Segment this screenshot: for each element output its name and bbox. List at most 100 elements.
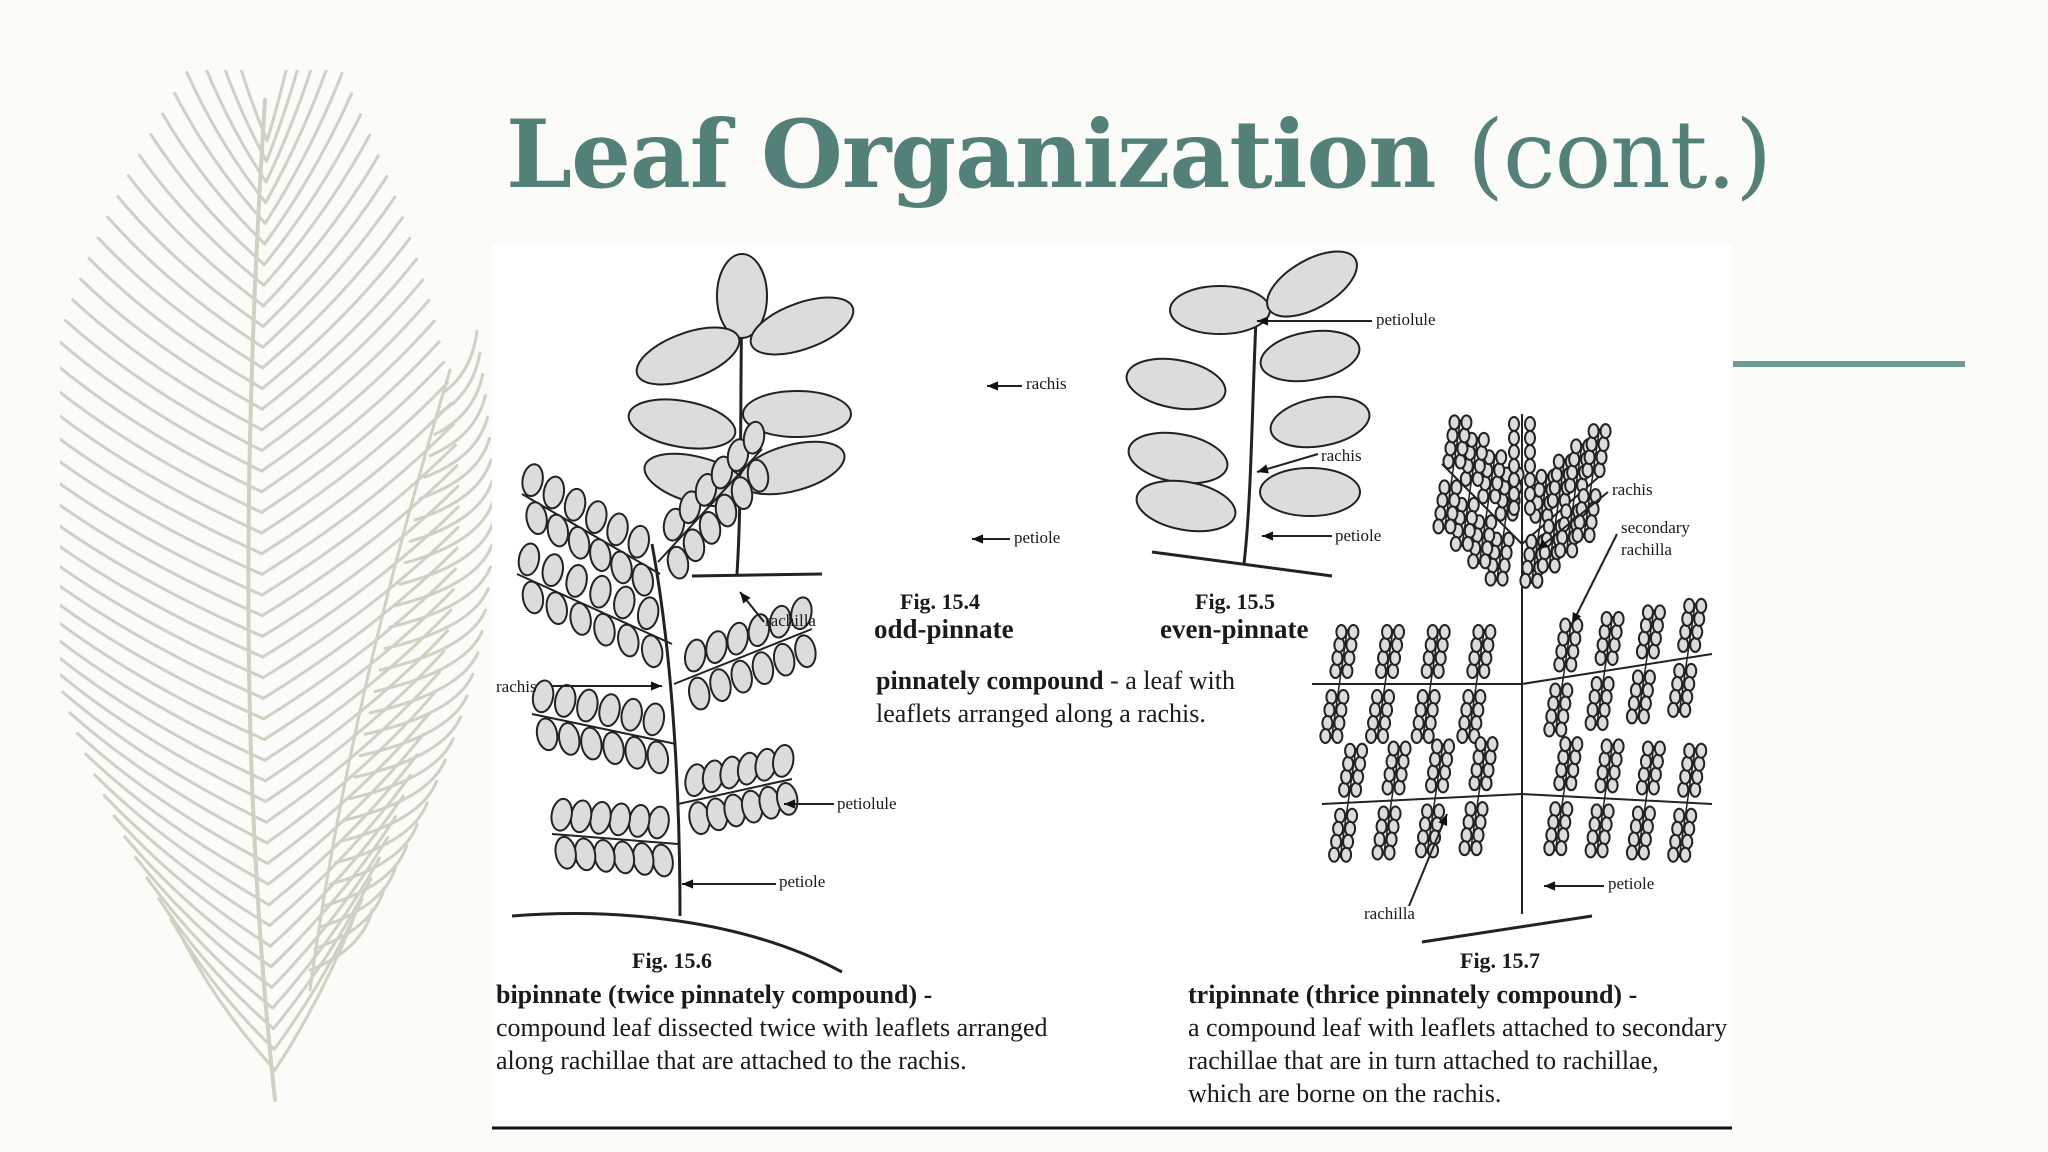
arrow-head <box>1257 316 1269 326</box>
arrow-head <box>1262 531 1274 541</box>
leaflet <box>620 697 643 732</box>
fern-pinna <box>383 587 490 651</box>
fern-pinna <box>263 92 353 246</box>
page-title: Leaf Organization (cont.) <box>506 100 1772 210</box>
leaflet <box>1472 827 1485 844</box>
leaflet <box>1425 777 1438 794</box>
pinnate-description: pinnately compound - a leaf with leaflet… <box>876 664 1316 730</box>
leaflet <box>1389 805 1402 822</box>
leaflet <box>1685 807 1698 824</box>
leaflet <box>1371 689 1384 705</box>
fern-pinna <box>173 91 267 225</box>
leaflet <box>1637 708 1650 725</box>
leaflet <box>1610 623 1623 640</box>
fig5-name: even-pinnate <box>1160 614 1309 644</box>
leaflet <box>1467 553 1480 570</box>
leaflet <box>1338 781 1351 798</box>
leaflet <box>1462 814 1475 831</box>
leaflet <box>627 398 737 450</box>
secondary-rachilla <box>1582 483 1593 539</box>
leaflet <box>1595 449 1608 466</box>
leaflet <box>1470 840 1483 857</box>
leaflet <box>1643 805 1656 822</box>
secondary-rachilla <box>1548 513 1558 569</box>
leaflet <box>1545 827 1558 844</box>
leaflet <box>1598 751 1611 768</box>
leaflet <box>1485 514 1498 531</box>
leaflet <box>635 326 741 386</box>
leaflet <box>1456 728 1469 744</box>
fern-pinna <box>263 629 450 783</box>
leaflet <box>554 835 577 870</box>
secondary-rachilla <box>1595 670 1606 727</box>
leaflet <box>1342 755 1355 772</box>
leaf-figure-panel: rachis petiole Fig. 15.4 odd-pinnate pet… <box>492 244 1732 1132</box>
secondary-rachilla <box>1467 683 1478 740</box>
leaflet <box>1454 453 1467 470</box>
leaflet <box>1637 844 1650 861</box>
fern-pinna <box>185 71 268 205</box>
fig6-rachilla-label: rachilla <box>765 611 816 630</box>
leaflet <box>1371 844 1384 861</box>
leaflet <box>1542 518 1555 535</box>
fern-pinna <box>60 459 264 576</box>
fig5-rachis-label: rachis <box>1321 446 1362 465</box>
secondary-rachilla <box>1421 683 1432 740</box>
fern-pinna <box>60 603 266 721</box>
leaflet <box>1586 829 1599 846</box>
leaflet <box>726 438 750 472</box>
secondary-rachilla <box>1590 428 1601 484</box>
leaflet <box>1433 803 1446 820</box>
leaflet <box>1321 715 1334 731</box>
leaflet <box>1508 430 1520 446</box>
leaflet <box>545 591 569 626</box>
leaflet <box>1555 840 1568 857</box>
fern-pinna <box>260 236 412 390</box>
fern-pinna <box>265 70 299 163</box>
leaflet <box>1523 546 1536 563</box>
leaflet <box>1653 604 1666 621</box>
fig7-petiole-label: petiole <box>1608 874 1655 893</box>
leaflet <box>521 463 544 498</box>
leaflet <box>1689 636 1702 653</box>
leaflet <box>1543 840 1556 857</box>
leaflet <box>1600 738 1613 755</box>
leaflet <box>1594 777 1607 794</box>
leaflet <box>1548 479 1561 496</box>
fern-pinna <box>271 877 373 1031</box>
leaflet <box>771 744 795 778</box>
leaflet <box>730 659 753 694</box>
fern-pinna <box>328 822 419 886</box>
leaflet <box>1331 728 1344 744</box>
leaflet <box>550 797 573 832</box>
leaflet <box>1482 762 1495 779</box>
leaflet <box>742 420 766 455</box>
leaflet <box>1553 656 1566 673</box>
fern-pinna <box>60 672 268 804</box>
fern-pinna <box>268 794 405 948</box>
leaflet <box>1554 542 1567 559</box>
leaflet <box>1344 742 1357 759</box>
leaflet <box>1125 357 1227 411</box>
fern-pinna <box>149 133 266 267</box>
leaflet <box>1439 764 1452 781</box>
leaflet <box>1464 801 1477 818</box>
leaflet <box>1508 444 1520 460</box>
fern-pinna <box>262 113 363 267</box>
fern-pinna <box>260 298 431 452</box>
leaflet <box>1383 844 1396 861</box>
arrow-head <box>987 381 999 391</box>
fern-pinna <box>269 815 398 969</box>
fern-pinna <box>260 402 453 556</box>
secondary-rachilla <box>1603 743 1614 799</box>
leaflet <box>1639 831 1652 848</box>
fig4-petiole-label: petiole <box>1014 528 1061 547</box>
leaflet <box>1448 492 1461 509</box>
leaflet <box>1393 624 1406 640</box>
leaflet <box>682 528 706 563</box>
fern-pinna <box>353 715 463 779</box>
pinnate-term: pinnately compound <box>876 666 1104 695</box>
fig7-rachis-label: rachis <box>1612 480 1653 499</box>
leaflet <box>683 638 707 673</box>
leaflet <box>1508 472 1520 488</box>
